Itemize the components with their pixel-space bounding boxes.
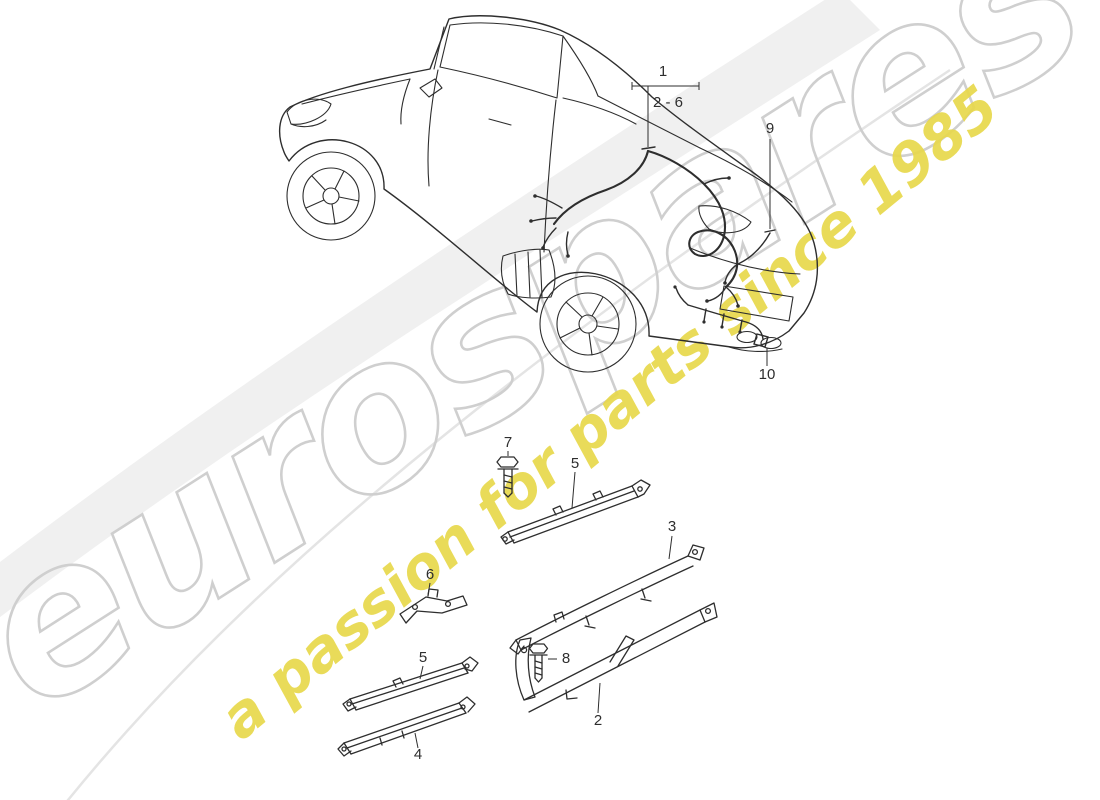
watermark: eurospares a passion for parts since 198…: [0, 0, 1100, 758]
callout-3-leader: [668, 535, 673, 560]
callout-6-leader: [427, 582, 431, 596]
rail-right-flange: [631, 479, 651, 498]
callout-label-2-6[interactable]: 2 - 6: [653, 94, 683, 111]
car-body-outline: [278, 15, 819, 349]
door-handle: [488, 118, 512, 126]
hood-cutline: [301, 78, 411, 105]
harness-9-trunk: [724, 232, 771, 283]
car-front-details: [286, 78, 411, 128]
intake-outline: [500, 248, 556, 299]
harness-branches: [531, 146, 739, 306]
front-wheel: [286, 151, 376, 241]
license-plate-recess: [719, 285, 794, 322]
mounting-parts: [337, 456, 718, 757]
car-deck-lines: [562, 35, 793, 203]
trunk-lip: [699, 147, 793, 203]
harness-connector-dots: [529, 176, 742, 334]
harness-9-connector-bar: [764, 229, 776, 233]
callout-label-1[interactable]: 1: [659, 63, 667, 80]
door-front-seam: [427, 69, 439, 187]
deck-seam: [597, 95, 701, 149]
front-wheel-spokes: [305, 170, 360, 225]
harness-bumper: [675, 287, 769, 348]
intake-slat-3: [539, 249, 543, 298]
rail-left-foot: [337, 742, 352, 757]
diffuser-line: [728, 346, 783, 352]
rail-left-foot: [342, 698, 357, 712]
part-7-screw: [496, 456, 519, 498]
callout-label-3[interactable]: 3: [668, 518, 676, 535]
car-rear-details: [689, 205, 801, 352]
rear-rim: [556, 292, 620, 356]
a-pillar-inner-line: [433, 26, 445, 70]
callout-label-10[interactable]: 10: [759, 366, 776, 383]
cowl-line: [400, 78, 411, 125]
headlight: [286, 98, 332, 125]
part-2-bracket: [515, 602, 718, 713]
rear-wheel-spokes: [559, 296, 619, 356]
callout-leader-lines: [414, 82, 771, 749]
front-rim: [302, 167, 360, 225]
callout-label-2[interactable]: 2: [594, 712, 602, 729]
windshield: [439, 22, 564, 99]
callout-label-7[interactable]: 7: [504, 434, 512, 451]
rail-right-flange: [458, 696, 476, 713]
callouts: 1 2 - 6 9 10 7 5 3 6 5 8 2 4: [414, 63, 776, 763]
harness-main-trunk-left: [552, 149, 650, 226]
wiring-harness: [529, 146, 776, 348]
car-door: [419, 69, 557, 253]
callout-4-leader: [414, 732, 419, 749]
part-4-rail: [337, 696, 476, 757]
screw-tip: [503, 492, 513, 498]
harness-rear-lid: [724, 229, 776, 283]
tonneau-line: [562, 97, 637, 125]
car-illustration: [278, 15, 819, 373]
callout-5-upper-leader: [571, 471, 576, 509]
bumper-crease: [689, 247, 801, 275]
callout-5-lower-leader: [419, 665, 424, 680]
harness-connector-bar: [641, 146, 656, 150]
callout-label-5-upper[interactable]: 5: [571, 455, 579, 472]
bracket3-right-flange: [687, 544, 705, 561]
screw-head: [496, 456, 519, 468]
car-glass: [433, 22, 564, 99]
bracket6-outline: [399, 595, 468, 624]
side-mirror: [419, 78, 443, 98]
part-3-bracket: [509, 544, 705, 655]
top-rear-edge: [562, 35, 599, 97]
rear-tire: [539, 275, 637, 373]
headlight-lower-line: [290, 119, 327, 128]
screw-tip: [534, 677, 543, 683]
exhaust-tip-right: [760, 336, 782, 350]
callout-2-leader: [597, 682, 601, 714]
part-5-upper-rail: [500, 479, 651, 545]
callout-labels: 1 2 - 6 9 10 7 5 3 6 5 8 2 4: [414, 63, 776, 763]
callout-label-6[interactable]: 6: [426, 566, 434, 583]
side-intake-vent: [500, 248, 556, 299]
bracket2-left-fin: [515, 637, 536, 701]
callout-label-5-lower[interactable]: 5: [419, 649, 427, 666]
front-tire: [286, 151, 376, 241]
callout-label-4[interactable]: 4: [414, 746, 422, 763]
bracket2-right-plate: [699, 602, 718, 623]
taillight: [698, 205, 752, 234]
callout-label-9[interactable]: 9: [766, 120, 774, 137]
front-hub: [322, 187, 340, 205]
rail-right-flange: [461, 656, 479, 672]
intake-slat-2: [527, 251, 531, 298]
harness-10-connector: [753, 333, 769, 348]
door-rear-seam: [543, 99, 557, 253]
swoosh-line: [66, 68, 951, 800]
exhaust-tip-left: [736, 330, 758, 344]
part-5-lower-rail: [342, 656, 479, 712]
callout-label-8[interactable]: 8: [562, 650, 570, 667]
screw-head: [528, 643, 549, 654]
bracket2-diagonal-arm: [609, 635, 635, 667]
intake-slat-1: [514, 253, 518, 297]
part-8-screw: [528, 643, 549, 683]
rear-wheel: [539, 275, 637, 373]
rear-hub: [578, 314, 598, 334]
